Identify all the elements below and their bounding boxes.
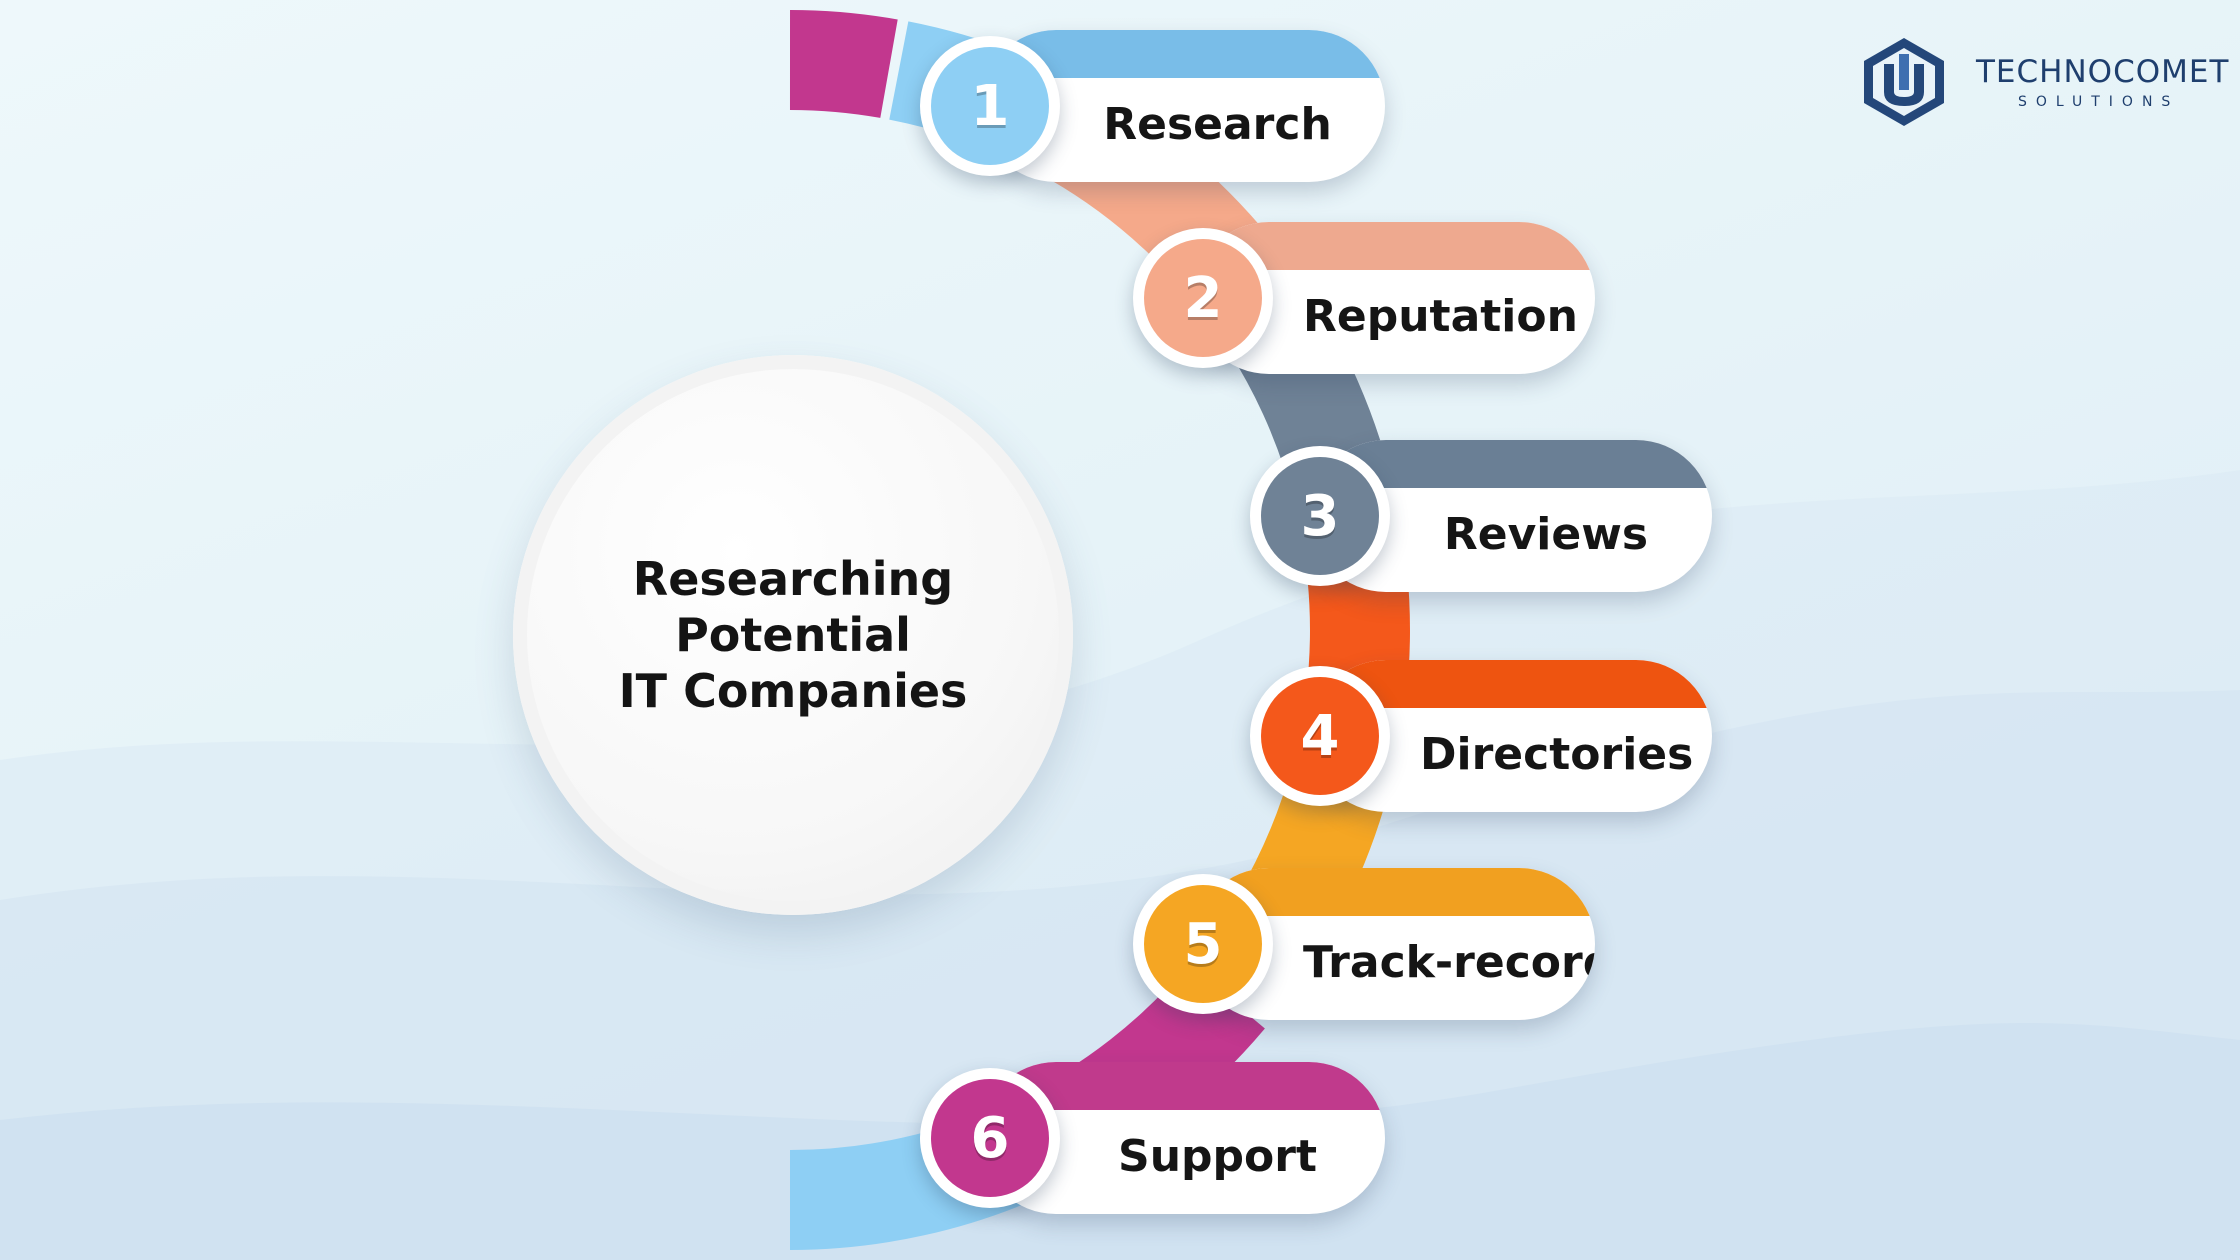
step-number-badge: 2 [1133,228,1273,368]
hexagon-u-icon [1864,38,1944,126]
step-support: Support 6 [920,1062,1385,1214]
arc-segment [789,10,898,119]
step-track-record: Track-record 5 [1133,868,1595,1020]
step-label: Support [1118,1131,1317,1182]
step-number-badge: 6 [920,1068,1060,1208]
step-directories: Directories 4 [1250,660,1712,812]
step-label: Research [1103,99,1332,150]
step-number: 5 [1144,885,1262,1003]
step-research: Research 1 [920,30,1385,182]
logo-name: TECHNOCOMET [1976,54,2230,90]
company-logo: TECHNOCOMET SOLUTIONS [1856,34,2228,130]
step-number: 2 [1144,239,1262,357]
step-label: Track-record [1303,937,1595,988]
center-title: Researching Potential IT Companies [618,552,968,718]
step-number-badge: 3 [1250,446,1390,586]
step-reviews: Reviews 3 [1250,440,1712,592]
step-number: 1 [931,47,1049,165]
center-circle: Researching Potential IT Companies [513,355,1073,915]
step-number: 6 [931,1079,1049,1197]
step-number-badge: 5 [1133,874,1273,1014]
step-reputation: Reputation 2 [1133,222,1595,374]
step-number: 3 [1261,457,1379,575]
step-label: Reputation [1303,291,1578,342]
step-label: Directories [1420,729,1694,780]
step-number-badge: 4 [1250,666,1390,806]
step-label: Reviews [1443,509,1649,560]
logo-subtitle: SOLUTIONS [2018,94,2180,110]
step-number: 4 [1261,677,1379,795]
step-number-badge: 1 [920,36,1060,176]
step-pill: Track-record [1193,868,1595,1020]
